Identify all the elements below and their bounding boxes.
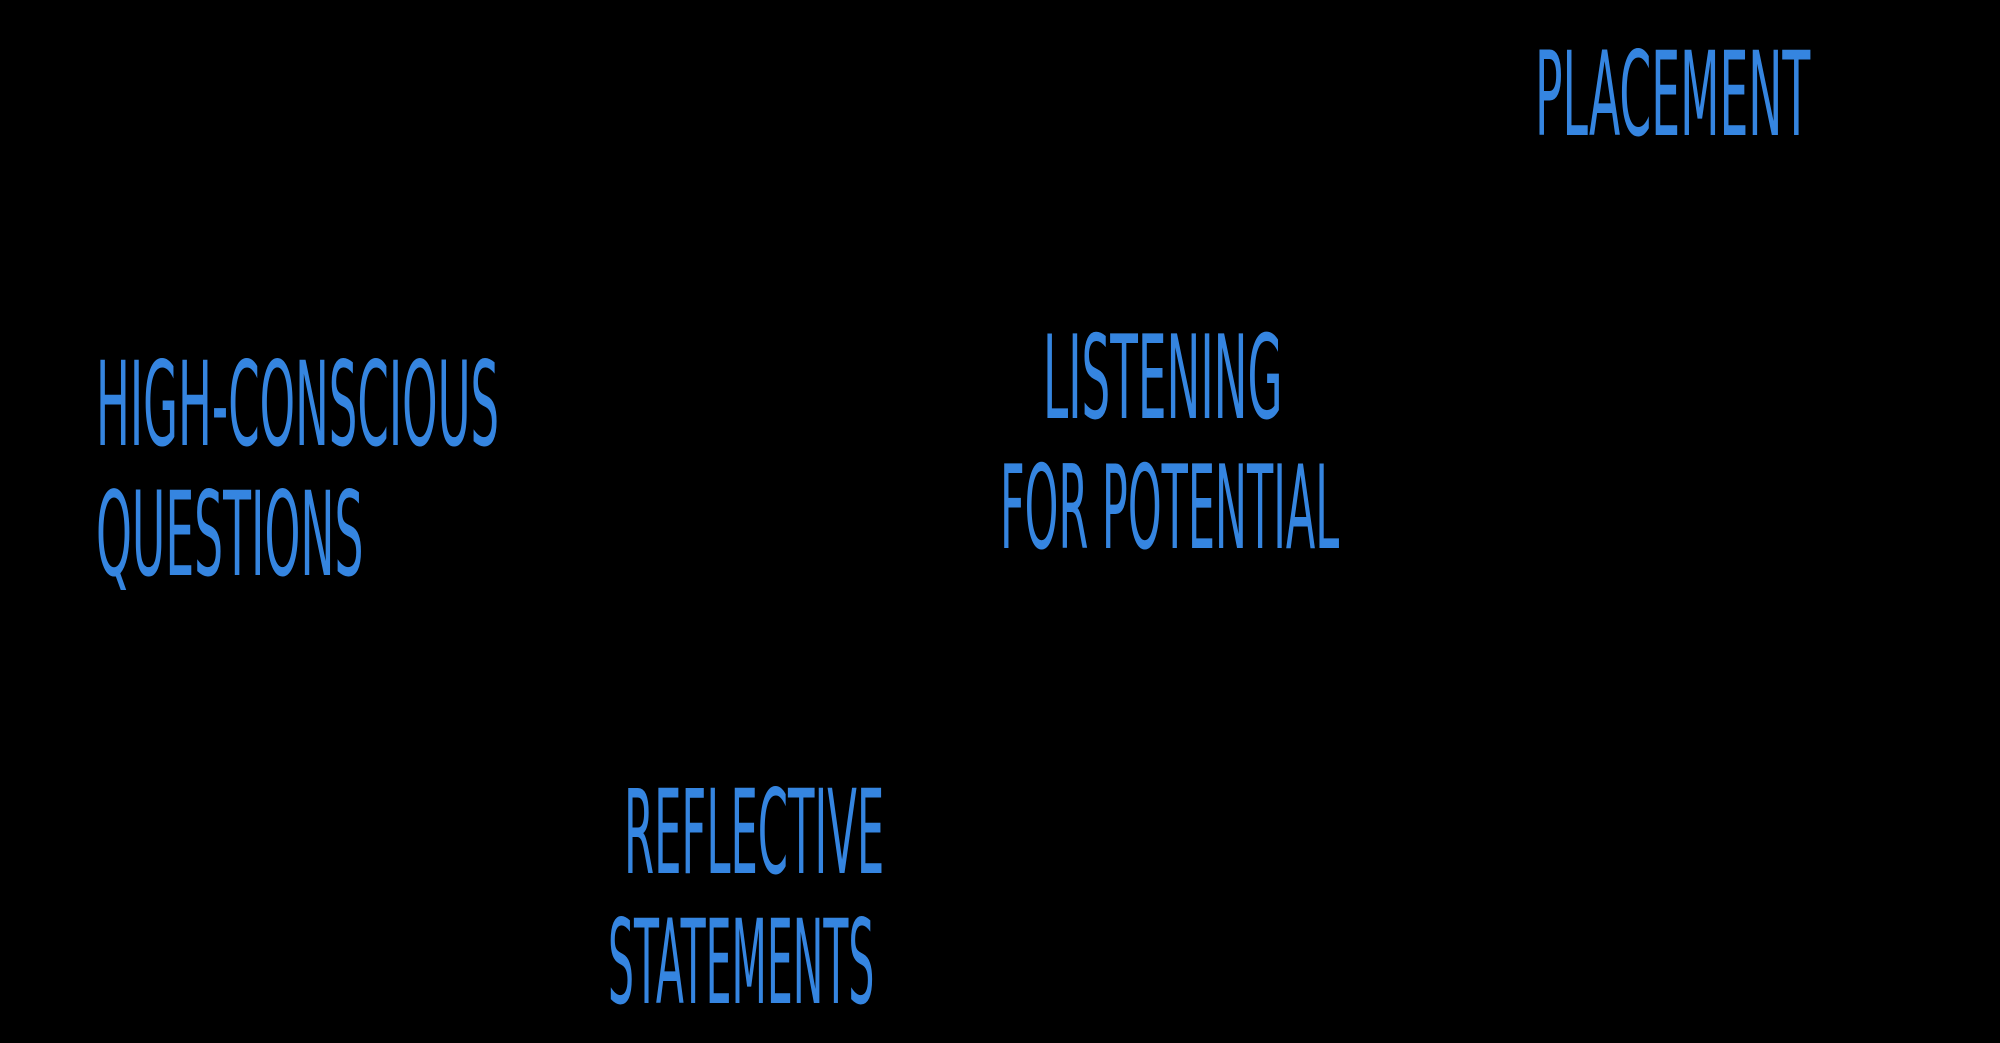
label-reflective-statements-line-2: STATEMENTS: [608, 894, 875, 1031]
label-listening-for-potential-line-2: FOR POTENTIAL: [1000, 441, 1340, 576]
label-high-conscious-questions-line-2: QUESTIONS: [96, 466, 364, 603]
label-reflective-statements-line-1: REFLECTIVE: [624, 764, 885, 901]
label-high-conscious-questions-line-1: HIGH-CONSCIOUS: [96, 336, 500, 473]
label-placement-line-1: PLACEMENT: [1535, 26, 1811, 163]
label-listening-for-potential-line-1: LISTENING: [1043, 311, 1283, 446]
